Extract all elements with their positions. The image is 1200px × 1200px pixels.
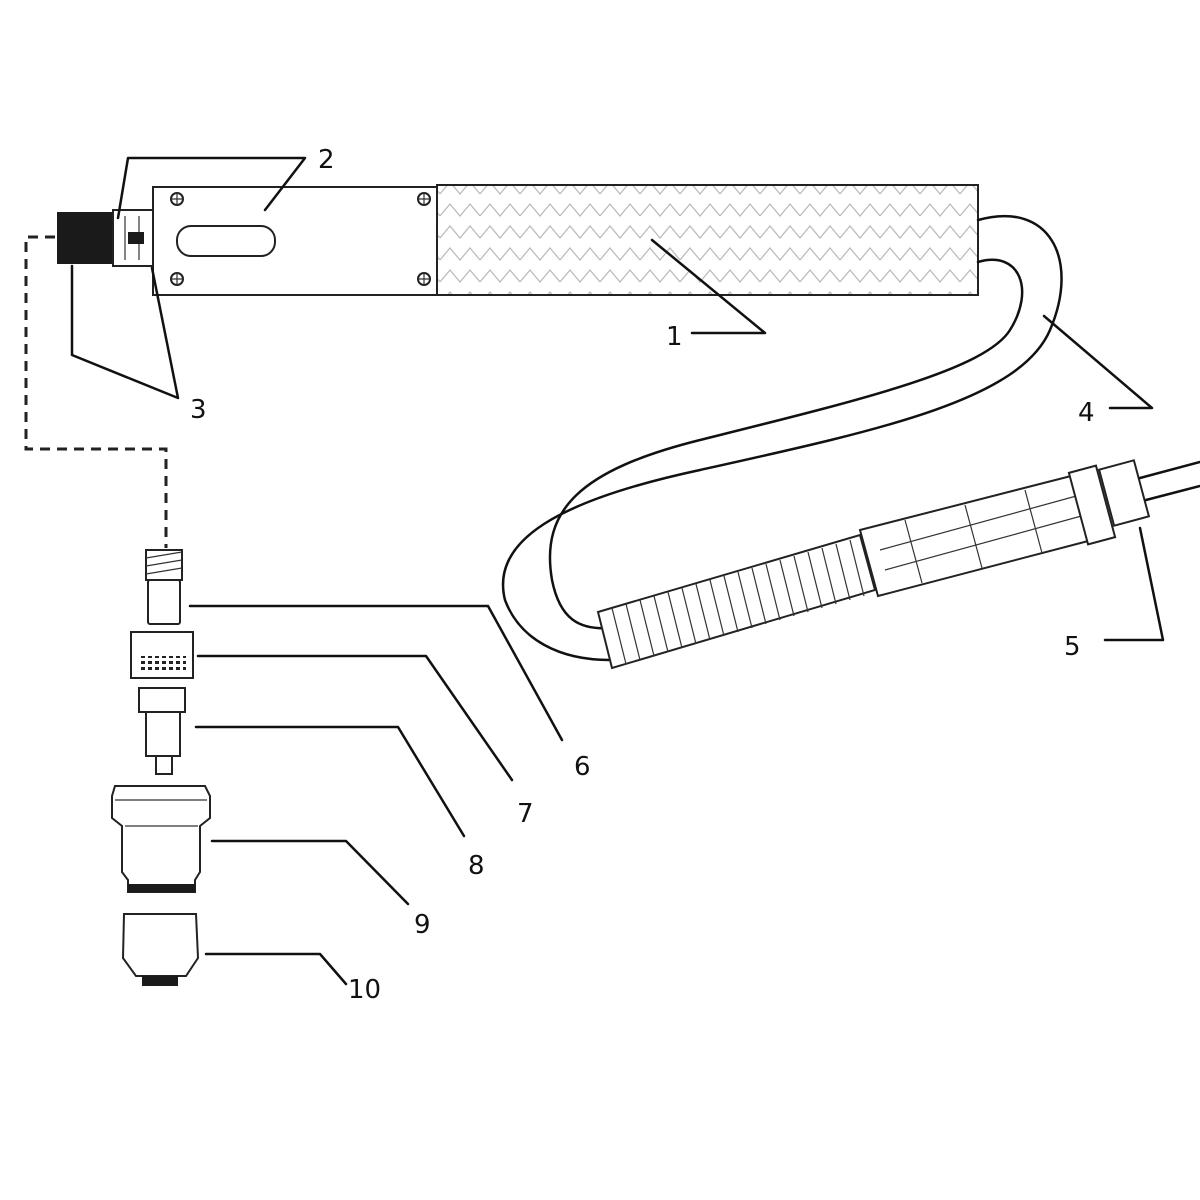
callout-6: 6 — [574, 752, 591, 782]
leader-4 — [1042, 314, 1154, 410]
leader-1 — [650, 238, 767, 335]
consumable-parts — [111, 549, 211, 986]
hose-connector — [858, 459, 1200, 598]
torch-body — [57, 184, 979, 296]
callout-9: 9 — [414, 910, 431, 940]
callout-8: 8 — [468, 851, 485, 881]
screw-icon — [417, 272, 431, 286]
screw-icon — [417, 192, 431, 206]
screw-icon — [170, 272, 184, 286]
leader-5 — [1103, 526, 1165, 642]
hose-sleeve — [596, 533, 877, 670]
leader-2 — [116, 156, 307, 220]
handle-grip — [436, 184, 979, 296]
callout-3: 3 — [190, 395, 207, 425]
nozzle-tip — [138, 687, 186, 775]
leader-3 — [70, 264, 180, 400]
torch-hose — [501, 214, 1200, 670]
leader-8 — [194, 725, 466, 838]
leader-lines — [70, 156, 1165, 986]
leader-6 — [188, 604, 564, 742]
leader-10 — [204, 952, 348, 986]
callout-7: 7 — [517, 799, 534, 829]
callout-1: 1 — [666, 322, 683, 352]
electrode — [145, 549, 183, 625]
swirl-ring — [130, 631, 194, 679]
leader-7 — [196, 654, 514, 782]
retaining-cap-dark — [57, 212, 113, 264]
callout-2: 2 — [318, 145, 335, 175]
callout-labels: 1 2 3 4 5 6 7 8 9 10 — [190, 145, 1095, 1005]
screw-icon — [170, 192, 184, 206]
callout-10: 10 — [348, 975, 381, 1005]
callout-5: 5 — [1064, 632, 1081, 662]
callout-4: 4 — [1078, 398, 1095, 428]
retaining-cap — [111, 785, 211, 893]
dashed-assembly-line — [24, 235, 168, 548]
shield-cup — [121, 913, 200, 986]
leader-9 — [210, 839, 410, 906]
trigger-slot — [176, 225, 276, 257]
